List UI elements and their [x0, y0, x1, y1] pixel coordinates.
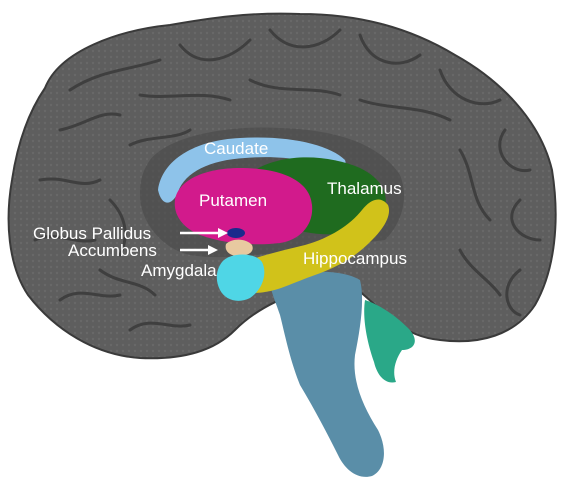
globus-pallidus	[227, 228, 245, 238]
label-caudate: Caudate	[204, 139, 268, 158]
label-hippocampus: Hippocampus	[303, 249, 407, 268]
label-accumbens: Accumbens	[68, 241, 157, 260]
label-putamen: Putamen	[199, 191, 267, 210]
label-thalamus: Thalamus	[327, 179, 402, 198]
label-amygdala: Amygdala	[141, 261, 217, 280]
